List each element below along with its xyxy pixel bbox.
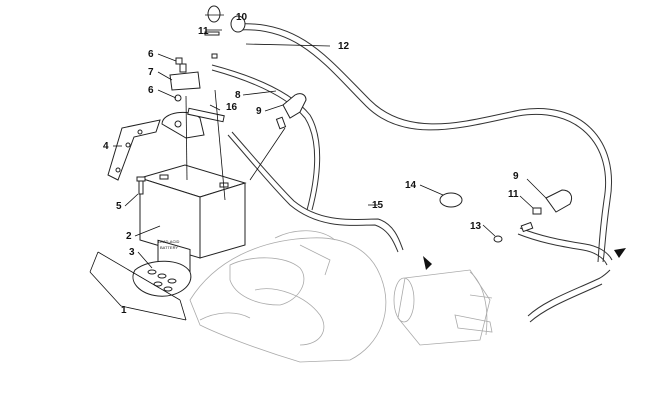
hold-down-part [161, 111, 205, 139]
callout-11-right: 11 [508, 189, 519, 200]
callout-15: 15 [372, 200, 384, 211]
chassis-outline [189, 230, 387, 363]
starter-motor-outline [393, 269, 493, 346]
fuse-holder-part [169, 63, 201, 91]
boot-9-right [520, 189, 573, 233]
callout-3: 3 [129, 247, 135, 258]
ground-cable [527, 269, 611, 323]
callout-5: 5 [116, 201, 122, 212]
cable-12 [237, 23, 612, 263]
leader-lines [89, 14, 547, 321]
boot-9-left [275, 93, 307, 130]
battery-bracket-part [107, 119, 161, 181]
battery-strap-part [187, 107, 225, 123]
callout-10: 10 [236, 12, 248, 23]
callout-6-top: 6 [148, 49, 154, 60]
cable-9-right [517, 227, 613, 266]
washer-13 [493, 235, 503, 243]
ring-clip-14 [439, 192, 463, 208]
callout-7: 7 [148, 67, 154, 78]
battery-label-line-2: BATTERY [160, 245, 178, 250]
callout-8: 8 [235, 90, 241, 101]
keypad-3 [132, 260, 192, 297]
callout-4: 4 [103, 141, 109, 152]
bolt-5 [136, 176, 146, 195]
callout-9-left: 9 [256, 106, 262, 117]
battery-label-line-1: LEAD-ACID [158, 239, 179, 244]
direction-arrows [423, 248, 626, 270]
callout-11-top: 11 [198, 26, 209, 37]
callout-6-bottom: 6 [148, 85, 154, 96]
callout-13: 13 [470, 221, 482, 232]
callout-16: 16 [226, 102, 238, 113]
cable-8 [211, 64, 321, 211]
cable-15 [227, 131, 404, 253]
battery-part: LEAD-ACID BATTERY [138, 164, 247, 273]
callout-9-right: 9 [513, 171, 519, 182]
terminal-ends-11 [204, 31, 542, 215]
callout-12: 12 [338, 41, 350, 52]
callout-14: 14 [405, 180, 417, 191]
caps-10 [207, 5, 246, 33]
callout-2: 2 [126, 231, 132, 242]
battery-terminal-neg [159, 174, 169, 180]
callout-1: 1 [121, 305, 127, 316]
